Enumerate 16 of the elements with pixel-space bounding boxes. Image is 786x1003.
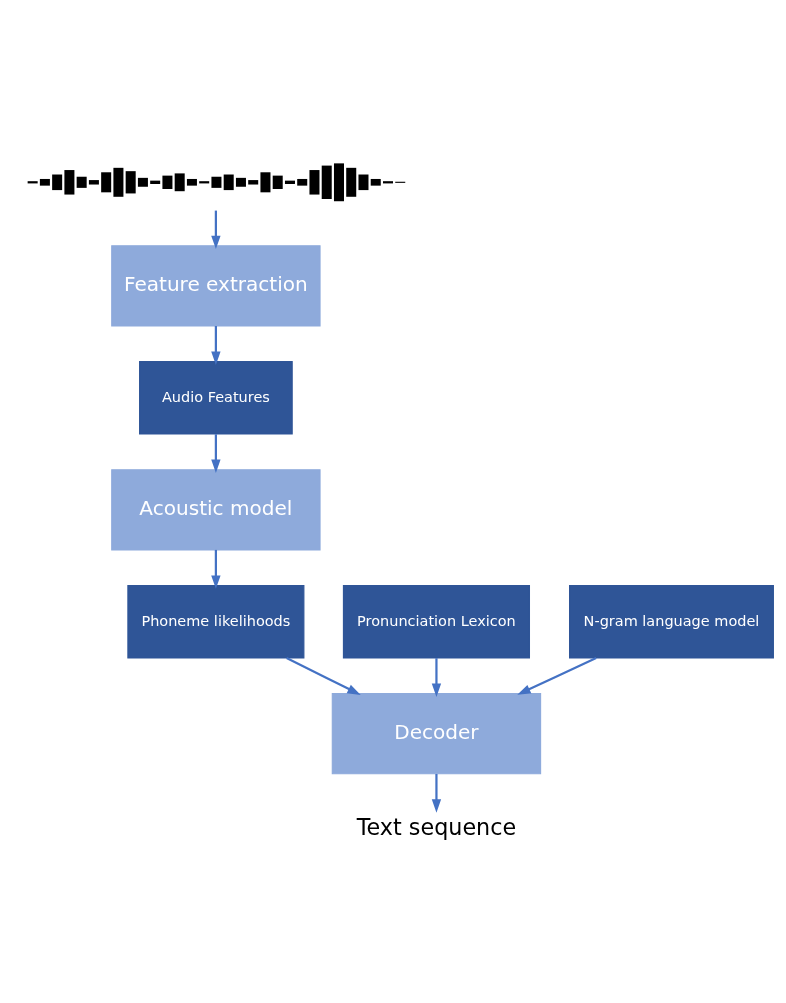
node-box: N-gram language model	[569, 584, 774, 658]
arrow	[211, 549, 221, 589]
node-box: Decoder	[331, 692, 542, 774]
node-text: Text sequence	[356, 813, 517, 840]
node-box: Pronunciation Lexicon	[342, 584, 530, 658]
arrow	[211, 325, 221, 365]
arrow	[286, 656, 361, 695]
node-box: Acoustic model	[111, 468, 321, 550]
node-box: Phoneme likelihoods	[127, 584, 305, 658]
arrow	[431, 773, 442, 813]
node-box: Audio Features	[139, 360, 293, 435]
arrow	[517, 656, 597, 695]
arrow	[211, 210, 221, 249]
arrow	[211, 433, 221, 473]
node-box: Feature extraction	[111, 244, 321, 327]
arrow	[431, 657, 442, 697]
